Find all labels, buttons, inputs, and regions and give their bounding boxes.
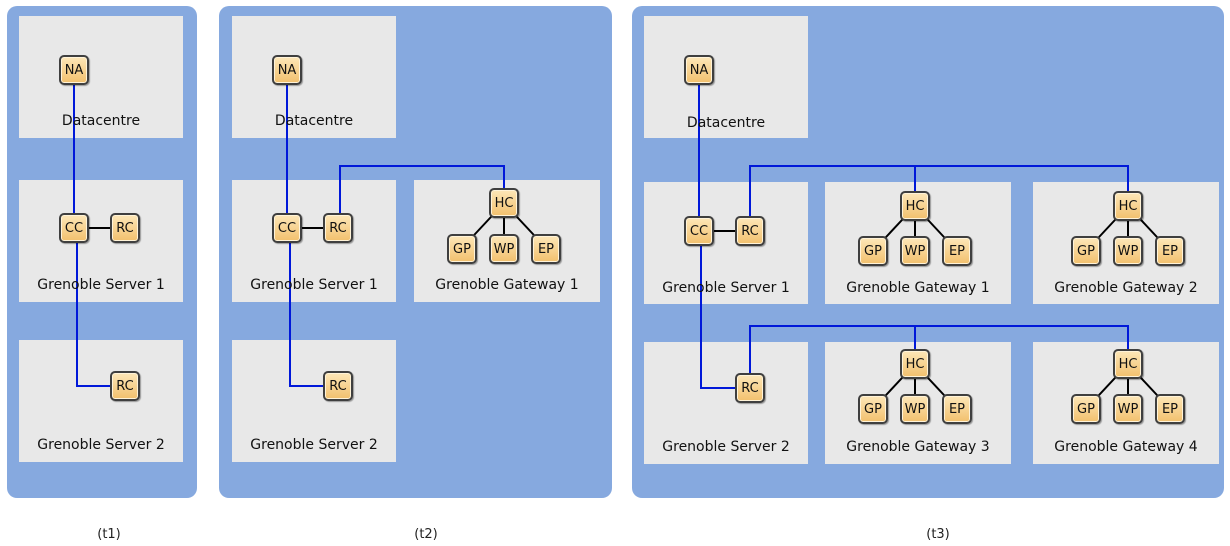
gateway3-label: Grenoble Gateway 3 — [846, 439, 990, 455]
gp-node: GP — [1071, 236, 1101, 266]
gateway2-label: Grenoble Gateway 2 — [1054, 280, 1198, 296]
ep-node: EP — [942, 394, 972, 424]
hc-node: HC — [489, 188, 519, 218]
caption-t1: (t1) — [97, 527, 121, 542]
server2-label: Grenoble Server 2 — [250, 437, 378, 453]
wp-node: WP — [1113, 394, 1143, 424]
hc-node: HC — [900, 191, 930, 221]
gp-node: GP — [858, 394, 888, 424]
gp-node: GP — [858, 236, 888, 266]
server1-label: Grenoble Server 1 — [250, 277, 378, 293]
gp-node: GP — [447, 234, 477, 264]
hc-node: HC — [900, 349, 930, 379]
rc-node: RC — [735, 373, 765, 403]
rc-node: RC — [735, 216, 765, 246]
datacentre-label: Datacentre — [686, 115, 766, 131]
datacentre-box — [232, 16, 396, 138]
server1-label: Grenoble Server 1 — [662, 280, 790, 296]
cc-node: CC — [684, 216, 714, 246]
rc-node: RC — [323, 371, 353, 401]
wp-node: WP — [900, 236, 930, 266]
hc-node: HC — [1113, 349, 1143, 379]
na-node: NA — [272, 55, 302, 85]
rc-node: RC — [110, 371, 140, 401]
datacentre-label: Datacentre — [61, 113, 141, 129]
rc-node: RC — [110, 213, 140, 243]
na-node: NA — [684, 55, 714, 85]
gateway4-label: Grenoble Gateway 4 — [1054, 439, 1198, 455]
cc-node: CC — [59, 213, 89, 243]
wp-node: WP — [1113, 236, 1143, 266]
na-node: NA — [59, 55, 89, 85]
caption-t2: (t2) — [414, 527, 438, 542]
rc-node: RC — [323, 213, 353, 243]
ep-node: EP — [1155, 394, 1185, 424]
ep-node: EP — [1155, 236, 1185, 266]
wp-node: WP — [489, 234, 519, 264]
server2-label: Grenoble Server 2 — [37, 437, 165, 453]
server2-label: Grenoble Server 2 — [662, 439, 790, 455]
cc-node: CC — [272, 213, 302, 243]
hc-node: HC — [1113, 191, 1143, 221]
server1-label: Grenoble Server 1 — [37, 277, 165, 293]
ep-node: EP — [531, 234, 561, 264]
datacentre-box — [644, 16, 808, 138]
gateway1-label: Grenoble Gateway 1 — [435, 277, 579, 293]
caption-t3: (t3) — [926, 527, 950, 542]
gp-node: GP — [1071, 394, 1101, 424]
wp-node: WP — [900, 394, 930, 424]
datacentre-label: Datacentre — [274, 113, 354, 129]
gateway1-label: Grenoble Gateway 1 — [846, 280, 990, 296]
datacentre-box — [19, 16, 183, 138]
ep-node: EP — [942, 236, 972, 266]
